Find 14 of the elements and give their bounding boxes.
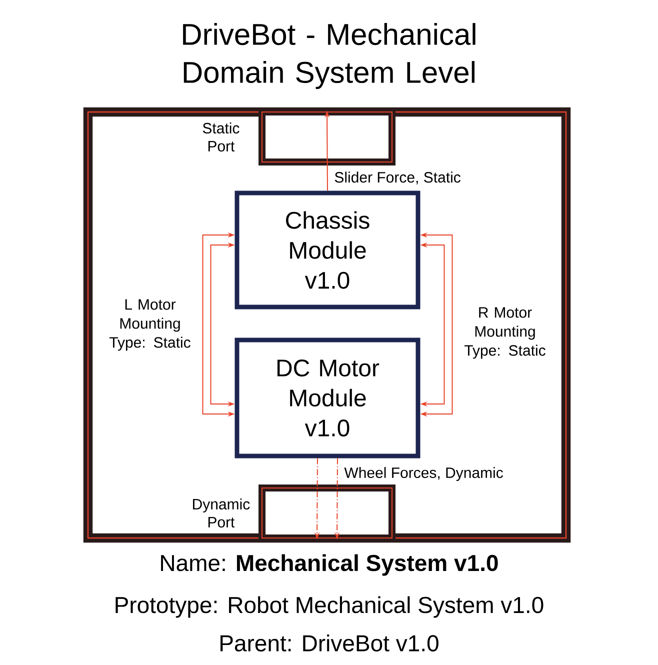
info-text: Prototype: Robot Mechanical System v1.0 bbox=[116, 596, 544, 618]
port-box: Dynamic Port bbox=[193, 484, 396, 542]
node-label: Static Port bbox=[202, 122, 240, 152]
port-box: Static Port bbox=[202, 108, 396, 166]
edge-label: L Motor Mounting Type: Static bbox=[105, 298, 195, 352]
edge-label: R Motor Mounting Type: Static bbox=[460, 306, 550, 360]
title: DriveBot - Mechanical Domain System Level bbox=[183, 23, 476, 89]
module-box: DC Motor Module v1.0 bbox=[234, 338, 420, 458]
edge-label: Slider Force, Static bbox=[333, 170, 462, 186]
info-text: Parent: DriveBot v1.0 bbox=[220, 634, 438, 652]
node-label: Dynamic Port bbox=[193, 498, 250, 528]
edge-label: Wheel Forces, Dynamic bbox=[343, 466, 504, 482]
module-box: Chassis Module v1.0 bbox=[234, 190, 420, 310]
info-text: Name: Mechanical System v1.0 bbox=[161, 554, 498, 576]
